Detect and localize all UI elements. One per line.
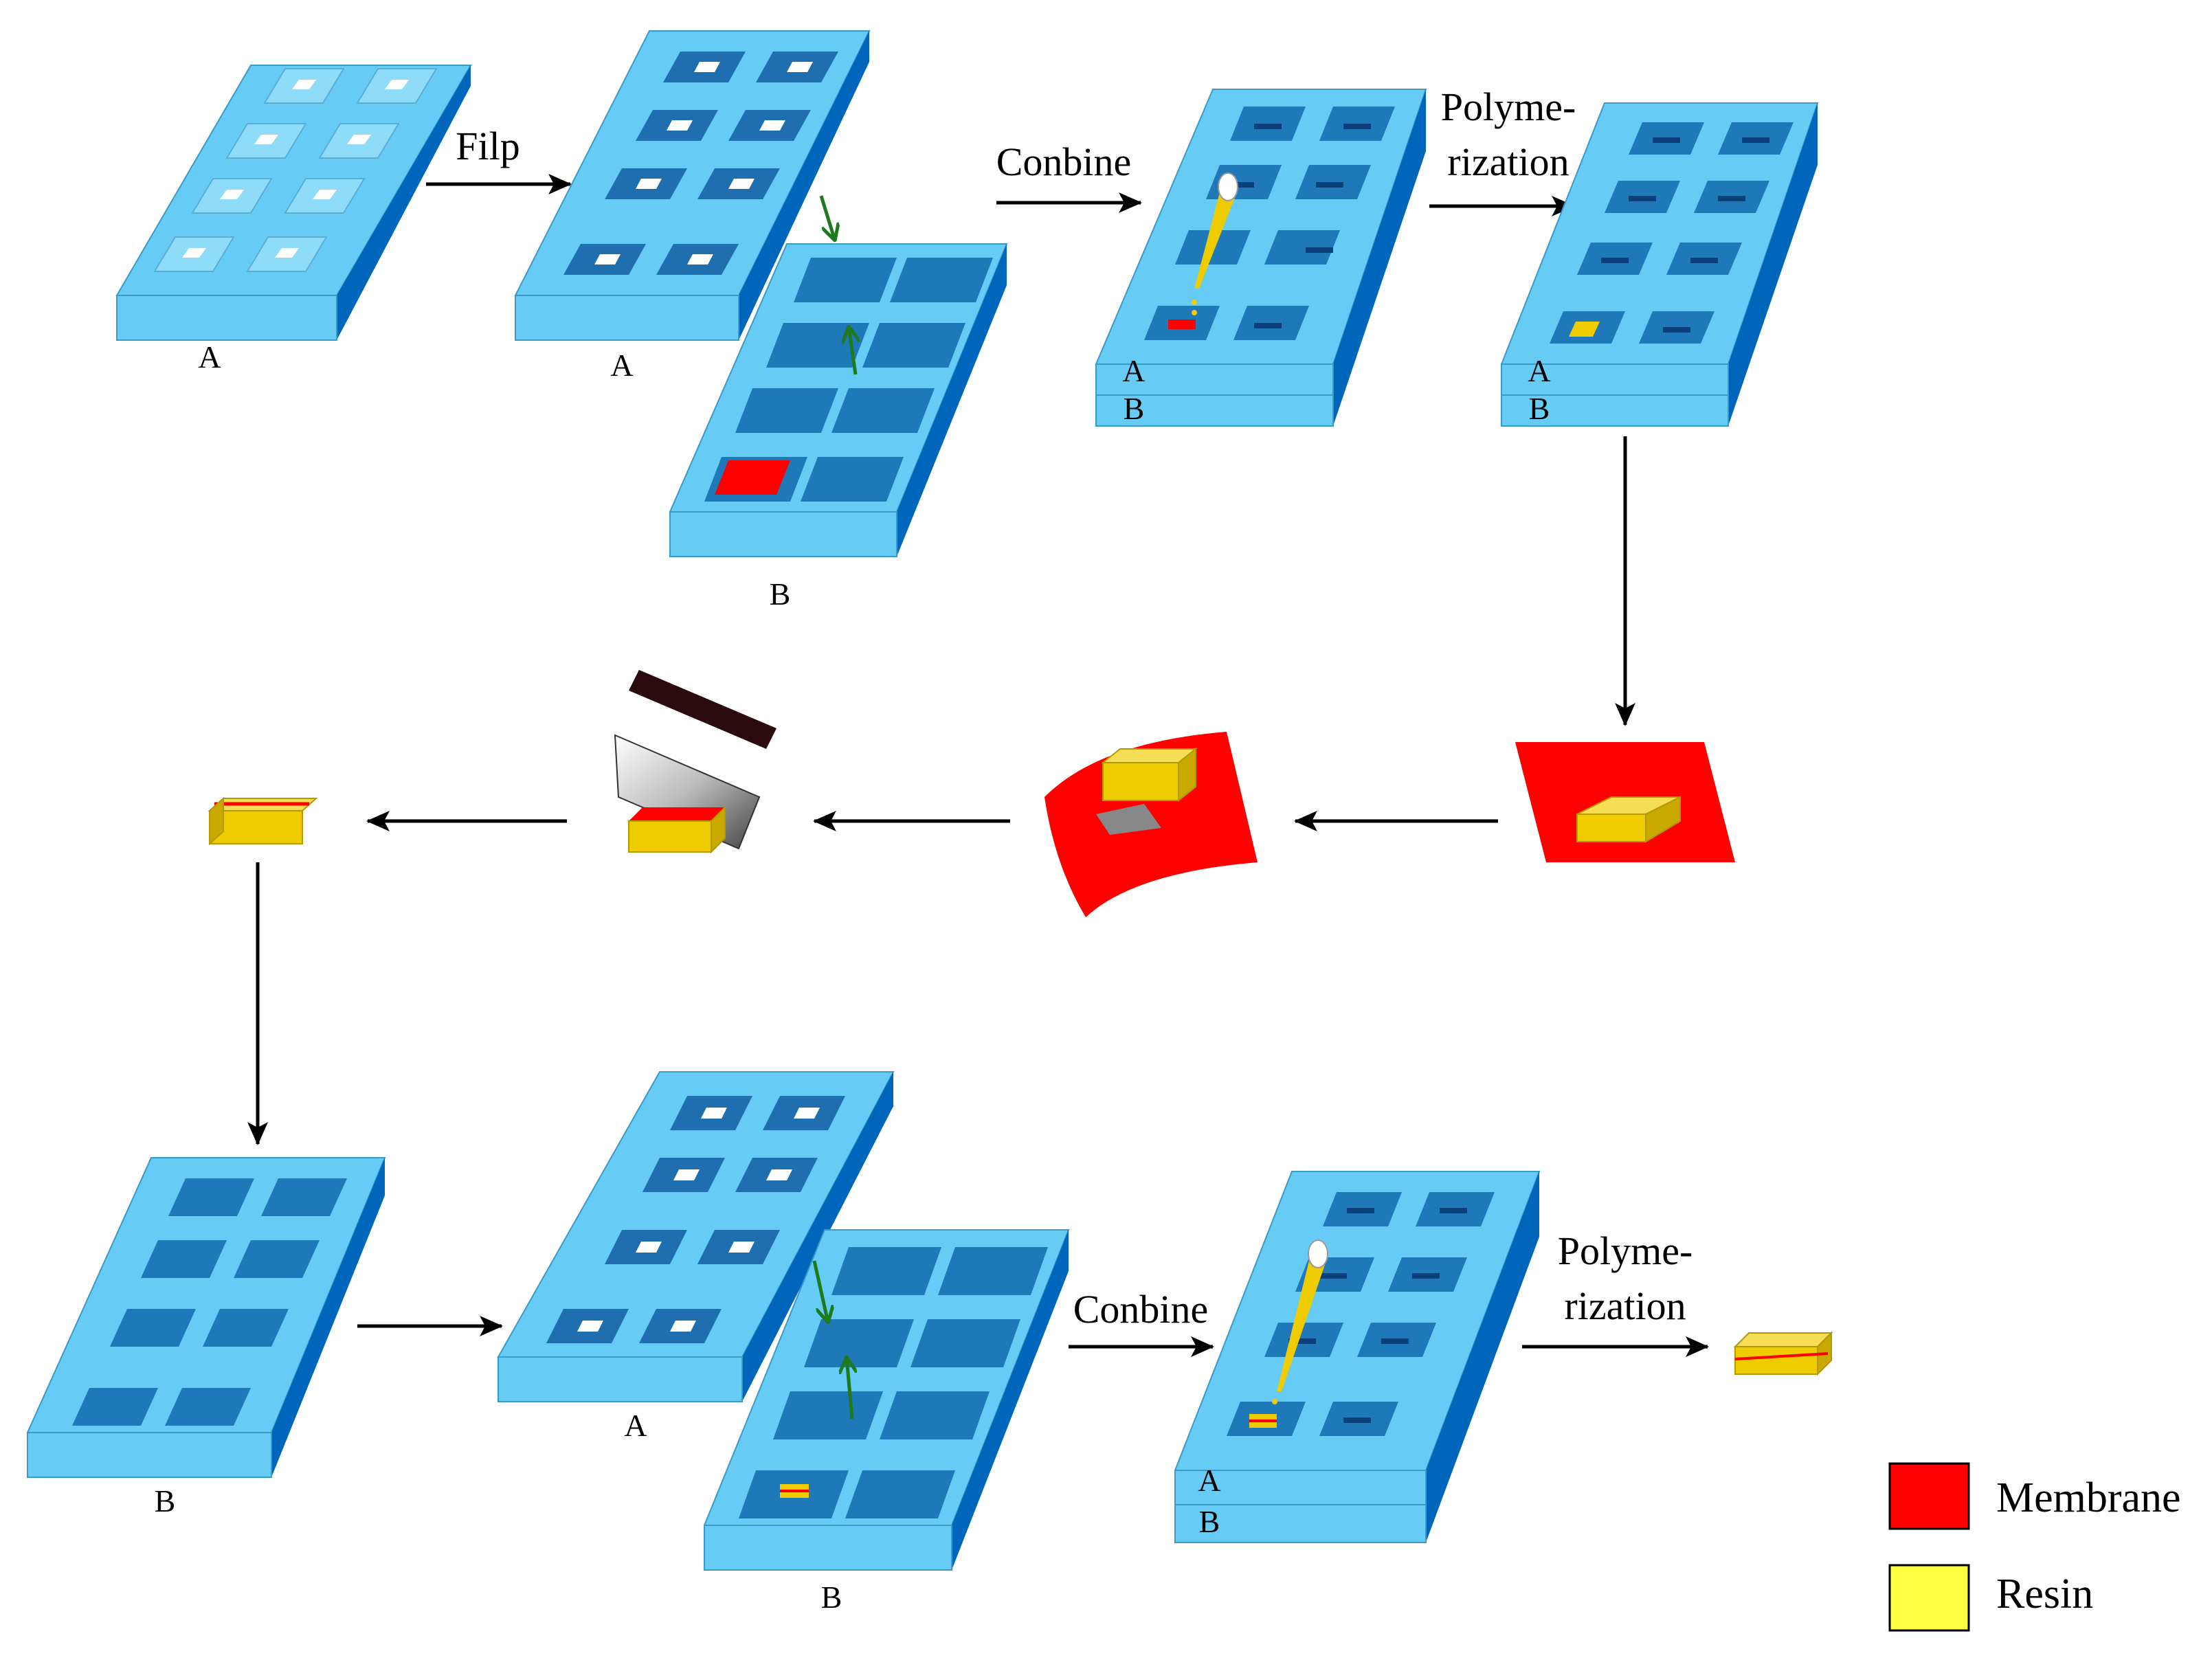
pipette-icon [1272, 1240, 1328, 1404]
mold-label: A [624, 1408, 647, 1443]
membrane-piece [715, 460, 790, 495]
mold-ab-4 [1500, 102, 1819, 427]
mold-ab-3 [1095, 89, 1427, 427]
mold-label: A [1122, 353, 1145, 388]
resin-block-trimmed [208, 796, 318, 846]
mold-b-2 [669, 243, 1008, 557]
green-down-arrow [812, 1260, 828, 1323]
step-polymerization-2b: rization [1564, 1283, 1686, 1328]
legend-resin: Resin [1996, 1571, 2093, 1617]
legend-membrane: Membrane [1996, 1474, 2181, 1521]
mold-label: B [155, 1483, 176, 1518]
step-combine-1: Conbine [996, 139, 1132, 184]
mold-b-5 [26, 1157, 386, 1478]
final-resin-block [1733, 1331, 1833, 1376]
green-up-arrow [847, 1357, 852, 1420]
legend: Membrane Resin [1888, 1462, 2181, 1632]
mold-label: A [610, 348, 633, 383]
mold-label: A [1528, 353, 1550, 388]
mold-label: B [1199, 1504, 1220, 1539]
step-flip: Filp [456, 124, 520, 168]
step-polymerization-1b: rization [1447, 139, 1569, 184]
step-combine-2: Conbine [1073, 1287, 1209, 1332]
mold-b-6 [703, 1229, 1070, 1571]
mold-a-1 [115, 65, 472, 341]
mold-label: B [1529, 391, 1550, 426]
green-down-arrow [819, 195, 835, 240]
mold-label: B [1124, 391, 1145, 426]
step-polymerization-1a: Polyme- [1441, 85, 1576, 129]
pipette-icon [1192, 172, 1238, 315]
step-polymerization-2a: Polyme- [1558, 1229, 1693, 1273]
mold-a-2 [514, 30, 871, 341]
green-up-arrow [849, 326, 856, 375]
resin-block-cut [628, 805, 726, 854]
mold-label: A [198, 339, 221, 374]
membrane-with-resin [1515, 742, 1735, 862]
peeling-membrane [1044, 732, 1258, 917]
mold-label: A [1198, 1463, 1220, 1498]
mold-label: B [770, 576, 791, 612]
mold-label: B [821, 1580, 842, 1615]
legend-swatch-membrane [1888, 1462, 1970, 1530]
mold-ab-7 [1174, 1171, 1541, 1543]
legend-swatch-resin [1888, 1564, 1970, 1632]
mold-a-6 [497, 1071, 895, 1402]
